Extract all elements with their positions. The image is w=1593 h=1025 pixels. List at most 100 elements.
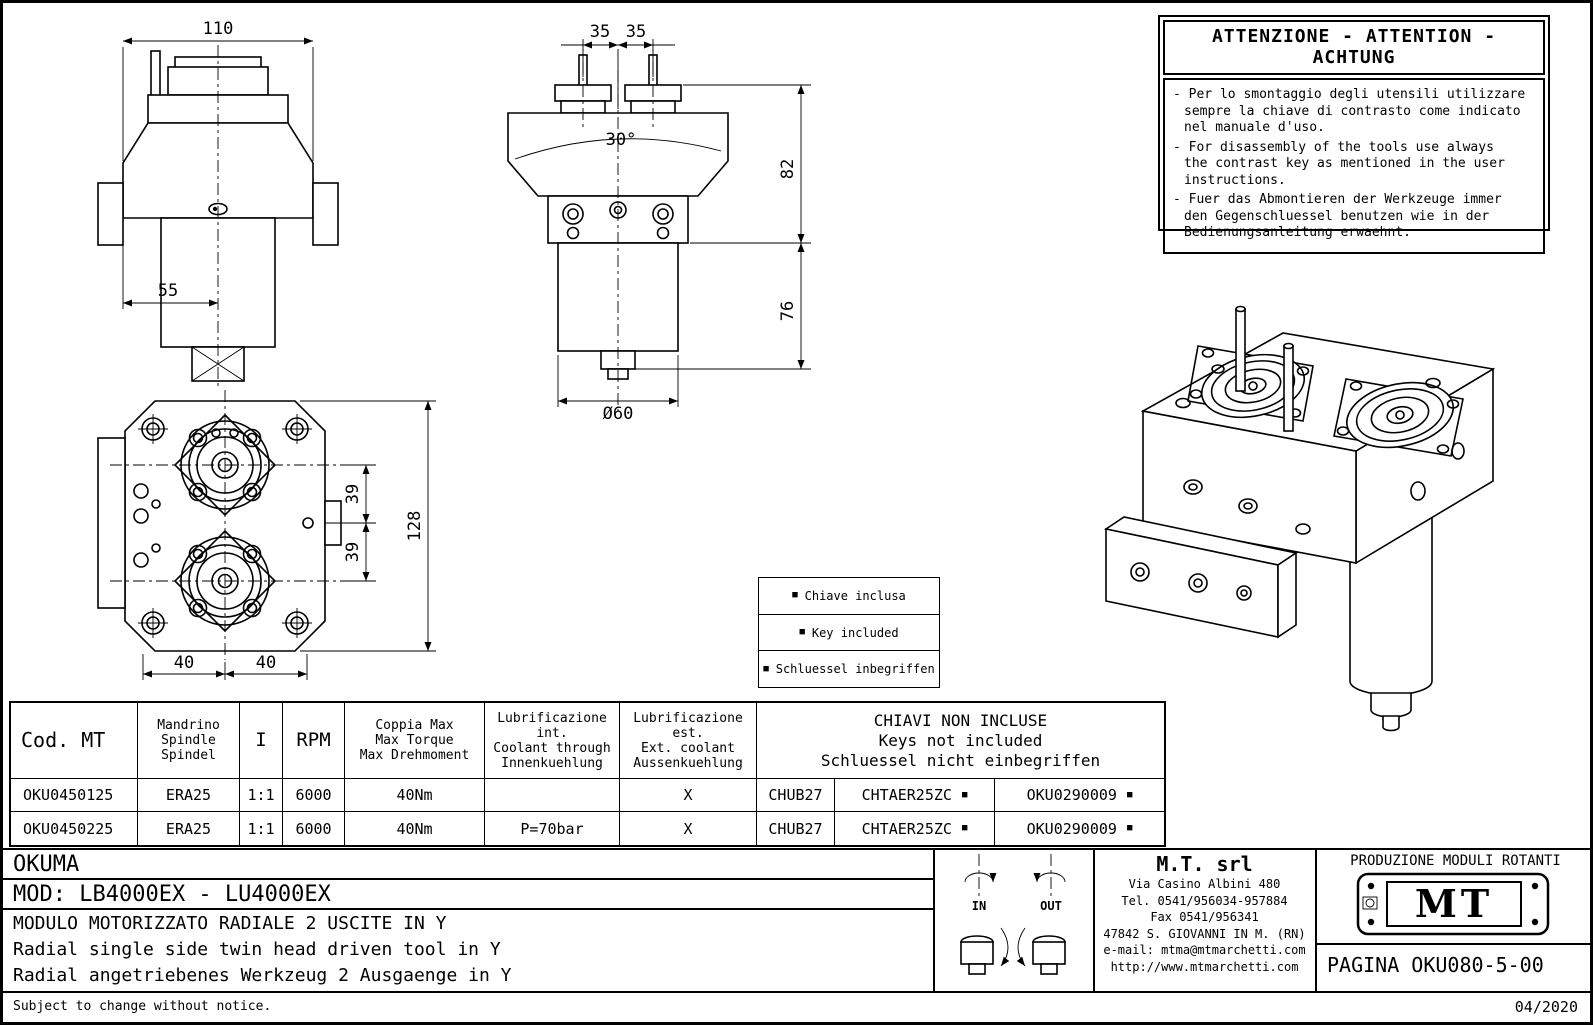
dim-bottom-left: 40 — [174, 653, 194, 673]
dim-shaft-diameter: Ø60 — [603, 404, 634, 423]
attention-item-en: - For disassembly of the tools use alway… — [1173, 139, 1505, 188]
titleblock-top-line — [3, 848, 1590, 850]
dim-side-pitch-right: 35 — [626, 22, 646, 42]
titleblock-bottom-line — [3, 991, 1590, 993]
page-number: PAGINA OKU080-5-00 — [1327, 953, 1544, 977]
isometric-view-drawing — [1103, 305, 1496, 732]
company-address-line: Tel. 0541/956034-957884 — [1121, 893, 1288, 908]
table-cell: P=70bar — [485, 812, 620, 845]
dim-side-pitch-left: 35 — [590, 22, 610, 42]
rotation-out-icon — [1033, 854, 1066, 896]
col-header-keys-not-included: CHIAVI NON INCLUSE Keys not included Sch… — [757, 703, 1164, 779]
dim-swivel-angle: 30° — [606, 130, 637, 150]
table-cell: 6000 — [283, 812, 345, 845]
key-included-row-de: ■ Schluessel inbegriffen — [759, 651, 939, 687]
attention-item-de: - Fuer das Abmontieren der Werkzeuge imm… — [1173, 192, 1502, 240]
mt-logo: MT — [1356, 872, 1550, 936]
attention-box: ATTENZIONE - ATTENTION - ACHTUNG - Per l… — [1158, 15, 1550, 254]
table-cell: CHTAER25ZC■ — [835, 779, 995, 812]
table-cell: 40Nm — [345, 779, 485, 812]
dim-front-half: 55 — [158, 281, 178, 301]
motor-icon — [1362, 896, 1378, 910]
company-address-line: 47842 S. GIOVANNI IN M. (RN) — [1103, 926, 1306, 941]
logo-text: MT — [1415, 881, 1493, 926]
rotation-direction-icons: IN OUT — [960, 854, 1066, 975]
table-cell: ERA25 — [138, 812, 240, 845]
company-name: M.T. srl — [1156, 852, 1253, 876]
direction-in-label: IN — [972, 899, 986, 913]
front-view-drawing: 110 55 — [97, 19, 339, 389]
company-address-line: e-mail: mtma@mtmarchetti.com — [1103, 943, 1306, 957]
square-marker-icon: ■ — [961, 823, 968, 833]
square-marker-icon: ■ — [961, 789, 968, 800]
dim-bottom-right: 40 — [256, 653, 276, 673]
table-cell: 6000 — [283, 779, 345, 812]
table-cell: CHUB27 — [757, 812, 835, 845]
side-view-dimensions: 35 35 82 76 Ø60 — [557, 22, 811, 423]
titleblock-line — [3, 878, 933, 880]
table-cell — [485, 779, 620, 812]
table-cell: CHTAER25ZC■ — [835, 812, 995, 845]
machine-model: MOD: LB4000EX - LU4000EX — [13, 882, 331, 907]
titleblock-divider — [933, 848, 935, 991]
square-marker-icon: ■ — [763, 663, 769, 674]
change-notice: Subject to change without notice. — [13, 999, 272, 1014]
description-en: Radial single side twin head driven tool… — [13, 939, 501, 960]
company-address-line: Via Casino Albini 480 — [1128, 877, 1281, 891]
dim-height-upper: 82 — [778, 159, 798, 179]
key-included-label: Schluessel inbegriffen — [775, 662, 935, 677]
tool-mount-icon — [960, 927, 1010, 975]
iso-main-block — [1140, 332, 1496, 565]
front-view-dimensions: 110 55 — [122, 19, 314, 389]
square-marker-icon: ■ — [1126, 789, 1133, 800]
description-it: MODULO MOTORIZZATO RADIALE 2 USCITE IN Y — [13, 913, 447, 934]
titleblock-line — [1315, 943, 1590, 945]
key-included-label: Key included — [811, 625, 899, 640]
table-cell: OKU0290009■ — [995, 779, 1164, 812]
bottom-view-drawing: 39 39 128 40 40 — [97, 390, 436, 680]
key-included-row-en: ■ Key included — [759, 615, 939, 652]
table-cell: OKU0290009■ — [1026, 819, 1133, 838]
square-marker-icon: ■ — [1126, 823, 1133, 833]
revision-date: 04/2020 — [1514, 998, 1578, 1016]
dim-overall-height: 128 — [405, 511, 425, 542]
col-header-coolant-ext: Lubrificazione est. Ext. coolant Aussenk… — [620, 703, 757, 779]
key-included-box: ■ Chiave inclusa ■ Key included ■ Schlue… — [758, 577, 940, 688]
iso-side-block — [1103, 516, 1299, 639]
iso-cylinder — [1349, 515, 1433, 732]
dim-front-width: 110 — [203, 19, 234, 39]
table-cell: 1:1 — [240, 812, 283, 845]
col-header-cod-mt: Cod. MT — [11, 703, 138, 779]
dim-height-lower: 76 — [778, 301, 798, 321]
table-cell: X — [620, 779, 757, 812]
col-header-coolant-int: Lubrificazione int. Coolant through Inne… — [485, 703, 620, 779]
direction-out-label: OUT — [1040, 899, 1062, 913]
table-cell: 1:1 — [240, 779, 283, 812]
col-header-spindle: Mandrino Spindle Spindel — [138, 703, 240, 779]
table-cell: 40Nm — [345, 812, 485, 845]
table-cell: ERA25 — [138, 779, 240, 812]
iso-top-details — [1175, 305, 1464, 457]
key-included-row-it: ■ Chiave inclusa — [759, 578, 939, 615]
bottom-view-body — [97, 400, 342, 652]
titleblock-divider — [1093, 848, 1095, 991]
dim-spindle-pitch-upper: 39 — [343, 484, 363, 504]
company-address-line: Fax 0541/956341 — [1150, 910, 1259, 924]
company-info: M.T. srl Via Casino Albini 480 Tel. 0541… — [1095, 852, 1314, 975]
rotation-in-icon — [964, 854, 997, 896]
attention-body: - Per lo smontaggio degli utensili utili… — [1163, 78, 1545, 254]
tool-unmount-icon — [1016, 927, 1066, 975]
description-de: Radial angetriebenes Werkzeug 2 Ausgaeng… — [13, 965, 512, 986]
table-cell: X — [620, 812, 757, 845]
machine-brand: OKUMA — [13, 852, 80, 877]
table-cell: OKU0450125 — [11, 779, 138, 812]
spec-table: Cod. MT Mandrino Spindle Spindel I RPM C… — [9, 701, 1166, 847]
attention-item-it: - Per lo smontaggio degli utensili utili… — [1173, 87, 1526, 135]
attention-title: ATTENZIONE - ATTENTION - ACHTUNG — [1163, 20, 1545, 75]
production-label: PRODUZIONE MODULI ROTANTI — [1350, 853, 1561, 869]
table-cell: CHUB27 — [757, 779, 835, 812]
square-marker-icon: ■ — [799, 627, 805, 637]
dim-spindle-pitch-lower: 39 — [343, 542, 363, 562]
key-included-label: Chiave inclusa — [804, 588, 906, 603]
